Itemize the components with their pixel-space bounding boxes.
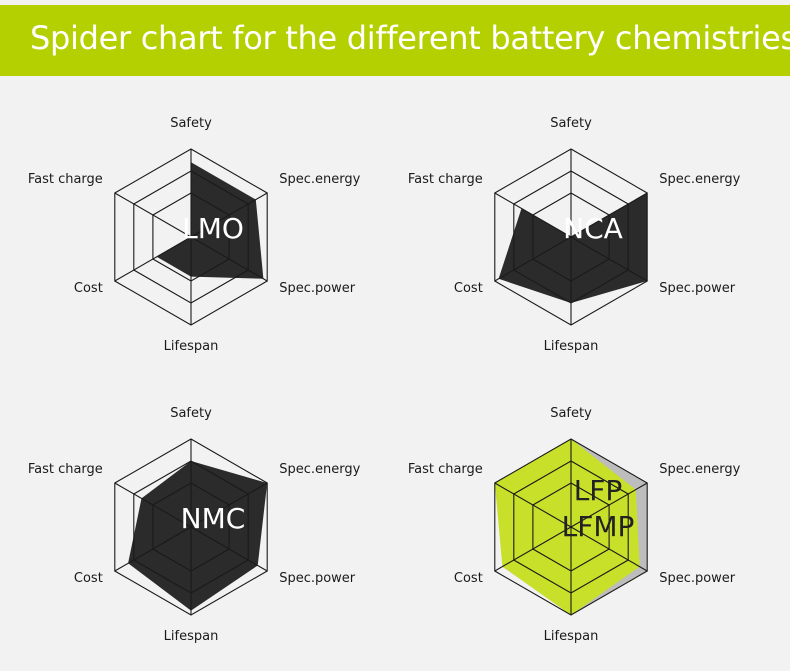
axis-label-spec-energy: Spec.energy (279, 172, 360, 187)
chemistry-label-2: LFMP (562, 510, 635, 543)
axis-label-cost: Cost (454, 571, 483, 586)
axis-spoke-spec-energy (570, 192, 648, 238)
axis-label-fast-charge: Fast charge (28, 462, 103, 477)
axis-label-cost: Cost (74, 571, 103, 586)
axis-label-lifespan: Lifespan (164, 629, 219, 644)
axis-spoke-cost (114, 236, 192, 282)
axis-spoke-spec-power (190, 236, 268, 282)
page-title: Spider chart for the different battery c… (30, 19, 790, 57)
axis-spoke-spec-energy (190, 482, 268, 528)
axis-spoke-cost (494, 526, 572, 572)
axis-label-spec-energy: Spec.energy (659, 172, 740, 187)
series-polygon-1 (128, 461, 268, 611)
chemistry-label: NMC (181, 502, 246, 535)
axis-label-cost: Cost (74, 281, 103, 296)
axis-spoke-fast-charge (494, 482, 572, 528)
axis-spoke-cost (494, 236, 572, 282)
axis-label-lifespan: Lifespan (544, 339, 599, 354)
chemistry-label: NCA (563, 212, 623, 245)
axis-label-spec-power: Spec.power (279, 571, 356, 586)
axis-spoke-cost (114, 526, 192, 572)
axis-spoke-fast-charge (494, 192, 572, 238)
series-polygon-1 (156, 162, 264, 279)
series-polygon-1 (498, 193, 648, 303)
axis-label-fast-charge: Fast charge (408, 462, 483, 477)
axis-label-spec-power: Spec.power (659, 571, 736, 586)
axis-label-spec-power: Spec.power (279, 281, 356, 296)
axis-spoke-spec-energy (190, 192, 268, 238)
axis-spoke-fast-charge (114, 192, 192, 238)
axis-label-fast-charge: Fast charge (28, 172, 103, 187)
axis-label-spec-power: Spec.power (659, 281, 736, 296)
axis-spoke-spec-power (570, 236, 648, 282)
axis-label-cost: Cost (454, 281, 483, 296)
axis-label-spec-energy: Spec.energy (659, 462, 740, 477)
axis-label-lifespan: Lifespan (544, 629, 599, 644)
axis-label-safety: Safety (170, 116, 212, 131)
axis-label-lifespan: Lifespan (164, 339, 219, 354)
axis-spoke-spec-energy (570, 482, 648, 528)
axis-spoke-spec-power (570, 526, 648, 572)
chemistry-label: LFP (574, 474, 623, 507)
axis-label-spec-energy: Spec.energy (279, 462, 360, 477)
chemistry-label: LMO (182, 212, 244, 245)
axis-label-safety: Safety (550, 116, 592, 131)
axis-spoke-spec-power (190, 526, 268, 572)
axis-label-safety: Safety (170, 406, 212, 421)
axis-label-safety: Safety (550, 406, 592, 421)
series-polygon-2 (494, 439, 640, 615)
title-bar: Spider chart for the different battery c… (0, 5, 790, 76)
axis-label-fast-charge: Fast charge (408, 172, 483, 187)
axis-spoke-fast-charge (114, 482, 192, 528)
